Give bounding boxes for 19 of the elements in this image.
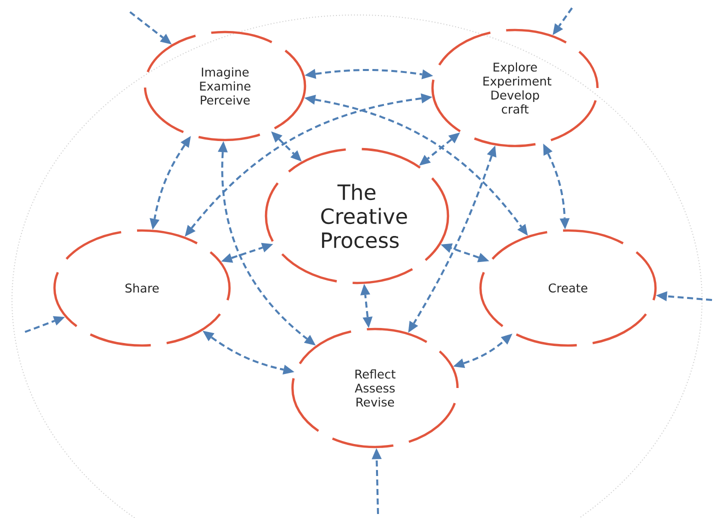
arrow — [304, 68, 434, 80]
arrow — [150, 136, 191, 230]
arrow — [218, 141, 316, 346]
arrow — [453, 334, 512, 368]
arrow — [372, 448, 382, 514]
arrow — [202, 330, 294, 375]
arrow — [419, 132, 460, 166]
arrow — [304, 94, 528, 236]
arrow — [408, 145, 496, 333]
arrow — [656, 291, 712, 302]
arrow — [129, 11, 172, 44]
arrow — [552, 7, 573, 36]
arrow — [360, 284, 373, 328]
arrow — [543, 144, 570, 230]
arrow — [221, 242, 274, 263]
arrow — [24, 316, 65, 333]
arrow — [184, 93, 432, 237]
arrow — [271, 131, 302, 162]
arrow — [440, 243, 490, 262]
